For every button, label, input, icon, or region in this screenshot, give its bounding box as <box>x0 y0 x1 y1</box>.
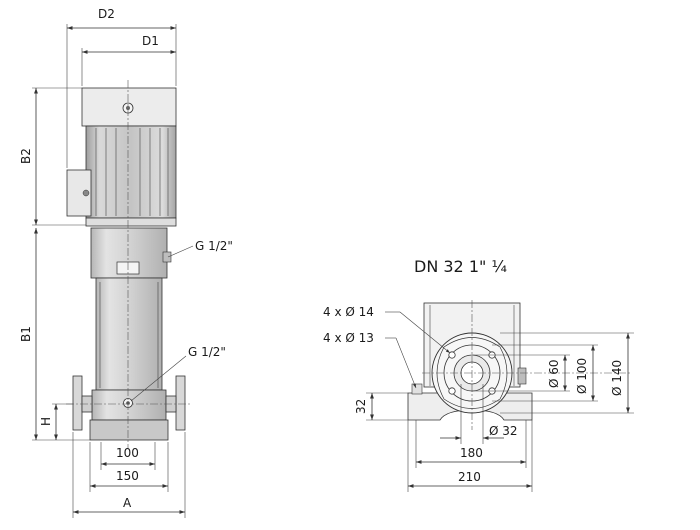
motor-fin-lines <box>95 128 169 216</box>
outlet-flange <box>175 375 186 431</box>
motor-fins <box>85 125 177 219</box>
label-dim-180: 180 <box>460 446 483 460</box>
leader-port-upper <box>167 245 194 258</box>
bolt-hole <box>448 351 456 359</box>
label-dia-32: Ø 32 <box>489 424 518 438</box>
label-dim-150: 150 <box>116 469 139 483</box>
upper-plug <box>162 251 172 263</box>
leader-holes-14 <box>399 311 451 354</box>
label-dim-100: 100 <box>116 446 139 460</box>
flange-view-title: DN 32 1" ¼ <box>414 257 507 276</box>
motor-bottom-rim <box>85 217 177 227</box>
flange-view: DN 32 1" ¼ 4 x Ø 14 4 x Ø 13 <box>323 257 634 492</box>
label-d2: D2 <box>98 7 115 21</box>
label-holes-14: 4 x Ø 14 <box>323 305 374 319</box>
label-a: A <box>123 496 132 510</box>
label-b1: B1 <box>19 326 33 342</box>
label-dim-32-height: 32 <box>354 399 368 414</box>
inlet-flange <box>72 375 83 431</box>
label-h: H <box>39 417 53 426</box>
label-dia-60: Ø 60 <box>547 359 561 388</box>
terminal-box-screw <box>82 189 90 197</box>
flange-disc-rounded <box>436 337 508 409</box>
pump-sleeve <box>95 277 163 391</box>
leader-port-lower <box>130 355 187 402</box>
label-b2: B2 <box>19 148 33 164</box>
pump-foot <box>89 419 169 441</box>
label-dia-140: Ø 140 <box>610 360 624 396</box>
label-dia-100: Ø 100 <box>575 358 589 394</box>
label-holes-13: 4 x Ø 13 <box>323 331 374 345</box>
label-d1: D1 <box>142 34 159 48</box>
flange-base-lug <box>411 383 423 395</box>
leader-holes-13 <box>395 337 417 389</box>
label-port-upper: G 1/2" <box>195 239 233 253</box>
bolt-hole <box>448 387 456 395</box>
label-port-lower: G 1/2" <box>188 345 226 359</box>
flange-side-nub <box>517 367 527 385</box>
label-dim-210: 210 <box>458 470 481 484</box>
pump-front-view: D2 D1 B2 B1 H 100 150 A G <box>19 7 233 518</box>
